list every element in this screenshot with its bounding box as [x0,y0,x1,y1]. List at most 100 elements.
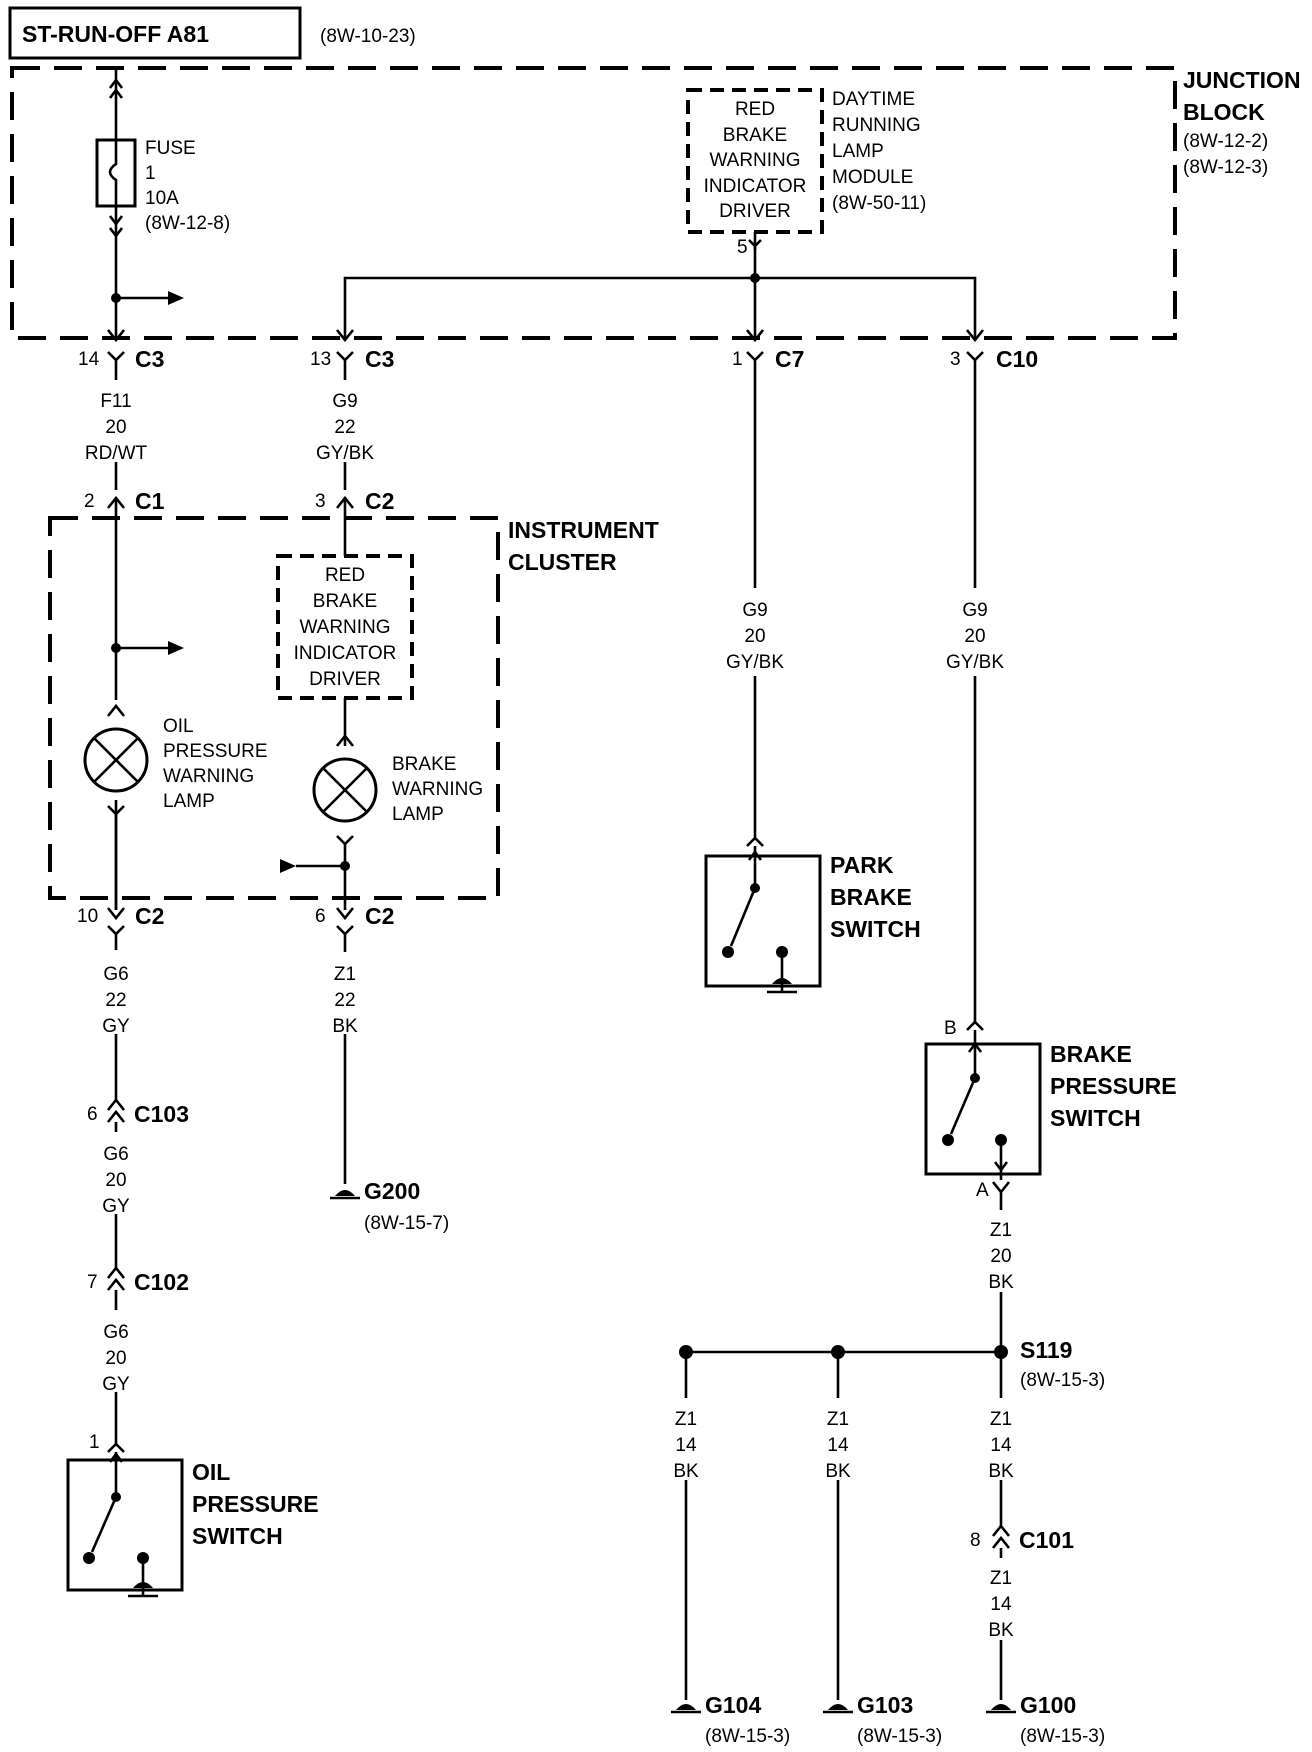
z1-14b-circuit: Z1 [827,1409,849,1430]
jb-conn-4-pin: 3 [950,349,961,370]
junction-block-outline [10,66,1177,340]
wires-upper: F11 20 RD/WT G9 22 GY/BK G9 20 GY/BK G9 … [85,360,1004,1022]
c101-pin: 8 [970,1530,981,1551]
jb-driver-line-5: DRIVER [719,201,791,222]
g103-ground-icon [828,1704,848,1710]
g9-c7-gauge: 20 [744,626,765,647]
g100-ref: (8W-15-3) [1020,1726,1105,1747]
jb-driver-line-3: WARNING [709,150,800,171]
g103-name: G103 [857,1692,913,1718]
z1-20-color: BK [988,1272,1014,1293]
park-switch-line-1: PARK [830,852,894,878]
g200-ref: (8W-15-7) [364,1213,449,1234]
g104-ground-icon [676,1704,696,1710]
jb-conn-3-name: C7 [775,346,804,372]
g100-ground-icon [991,1704,1011,1710]
g9-22-circuit: G9 [332,391,357,412]
ic-driver-line-3: WARNING [299,617,390,638]
c103-pin: 6 [87,1104,98,1125]
bps-line-1: BRAKE [1050,1041,1132,1067]
g6-20a-circuit: G6 [103,1144,128,1165]
oil-lamp-line-1: OIL [163,716,194,737]
z1-14d-color: BK [988,1620,1014,1641]
bps-contact-icon [949,1077,977,1135]
z1-14b-color: BK [825,1461,851,1482]
bps-pin-top: B [944,1018,957,1039]
ic-driver-line-2: BRAKE [313,591,377,612]
jb-connectors: 14 C3 13 C3 1 C7 3 C10 [78,329,1038,372]
z1-14d-circuit: Z1 [990,1568,1012,1589]
jb-conn-4-name: C10 [996,346,1038,372]
c102-connector-icon [106,1265,126,1291]
g6-20b-circuit: G6 [103,1322,128,1343]
header: ST-RUN-OFF A81 (8W-10-23) [8,6,416,60]
park-switch-contact-icon [729,887,757,947]
ic-out-2-pin: 6 [315,906,326,927]
g100-name: G100 [1020,1692,1076,1718]
z1-14c-circuit: Z1 [990,1409,1012,1430]
z1-14b-gauge: 14 [827,1435,849,1456]
instrument-cluster: 2 C1 3 C2 INSTRUMENT CLUSTER OIL PRESSUR… [48,488,659,936]
drl-module-label: DAYTIME RUNNING LAMP MODULE (8W-50-11) [832,89,926,214]
g104-name: G104 [705,1692,761,1718]
s119-ref: (8W-15-3) [1020,1370,1105,1391]
park-brake-switch: PARK BRAKE SWITCH [704,836,921,994]
junction-block: JUNCTION BLOCK (8W-12-2) (8W-12-3) FUSE … [10,66,1301,340]
ic-out-1-name: C2 [135,903,164,929]
brake-lamp-icon [312,757,378,823]
z1-14a-color: BK [673,1461,699,1482]
c101-name: C101 [1019,1527,1074,1553]
f11-color: RD/WT [85,443,148,464]
jb-driver-pin: 5 [737,237,748,258]
drl-line-3: LAMP [832,141,884,162]
oil-pressure-circuit: G6 22 GY 6 C103 G6 20 GY 7 C102 G6 20 GY… [66,934,319,1598]
z1-14a-gauge: 14 [675,1435,697,1456]
jb-conn-2-name: C3 [365,346,394,372]
oil-switch-line-3: SWITCH [192,1523,283,1549]
jb-branch-arrow-icon [168,291,184,305]
g6-20b-gauge: 20 [105,1348,126,1369]
g103-ref: (8W-15-3) [857,1726,942,1747]
g9-22-gauge: 22 [334,417,355,438]
park-switch-line-3: SWITCH [830,916,921,942]
oil-switch-contact-icon [90,1496,118,1553]
ic-driver-line-4: INDICATOR [294,643,397,664]
g9-c7-circuit: G9 [742,600,767,621]
g6-22-color: GY [102,1016,130,1037]
ic-in-1-name: C1 [135,488,165,514]
g200-ground-icon [335,1190,355,1196]
g9-c10-color: GY/BK [946,652,1004,673]
g200-circuit: Z1 22 BK G200 (8W-15-7) [330,934,449,1234]
brake-warning-lamp [312,757,378,823]
jb-conn-1-pin: 14 [78,349,100,370]
oil-lamp-line-3: WARNING [163,766,254,787]
drl-line-1: DAYTIME [832,89,915,110]
fuse-rating: 10A [145,188,179,209]
ic-ground-arrow-icon [280,859,296,873]
jb-conn-3-pin: 1 [732,349,743,370]
oil-pressure-warning-lamp [83,727,149,793]
c102-name: C102 [134,1269,189,1295]
g9-c10-gauge: 20 [964,626,985,647]
g6-22-gauge: 22 [105,990,126,1011]
park-switch-ground-icon [772,978,792,984]
z1-14d-gauge: 14 [990,1594,1012,1615]
bps-line-2: PRESSURE [1050,1073,1177,1099]
jb-driver-line-1: RED [735,99,775,120]
bps-pin-bottom: A [976,1180,989,1201]
jb-conn-1-name: C3 [135,346,164,372]
driver-pin-terminal [748,239,762,250]
drl-line-2: RUNNING [832,115,921,136]
oil-lamp-icon [83,727,149,793]
g6-20a-gauge: 20 [105,1170,126,1191]
ic-driver-line-1: RED [325,565,365,586]
bps-box [924,1042,1042,1176]
brake-lamp-line-2: WARNING [392,779,483,800]
z1-14c-color: BK [988,1461,1014,1482]
fuse-link [108,136,118,212]
g200-name: G200 [364,1178,420,1204]
c101-connector-icon [991,1523,1011,1549]
z1-22-color: BK [332,1016,358,1037]
g6-20b-color: GY [102,1374,130,1395]
